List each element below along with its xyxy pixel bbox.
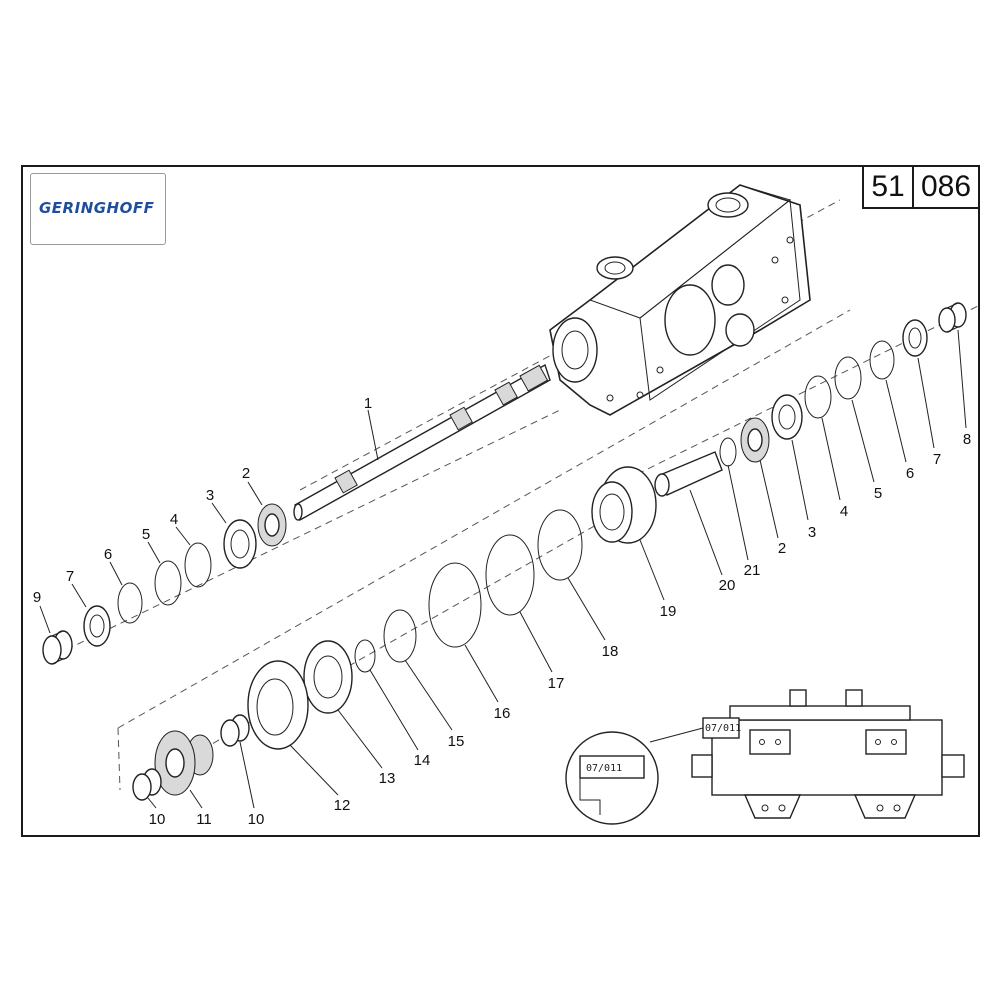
detail-small-label: 07/011 (705, 723, 741, 734)
callout-20: 20 (719, 577, 736, 594)
callout-7-left: 7 (66, 568, 74, 585)
part-15-circlip (383, 609, 417, 663)
callout-3-left: 3 (206, 487, 214, 504)
part-2-gear-right (740, 417, 770, 463)
part-2-gear (257, 503, 287, 547)
upper-assembly-axis (44, 409, 561, 661)
callout-10-left: 10 (149, 811, 166, 828)
part-4-ring (184, 542, 212, 588)
detail-zoom-label: 07/011 (586, 763, 622, 774)
lower-dashed-drop (117, 727, 121, 791)
gearbox-housing (549, 184, 811, 416)
callout-5-right: 5 (874, 485, 882, 502)
part-18-circlip (537, 509, 583, 581)
part-17-ring (485, 534, 535, 616)
part-16-ring (428, 562, 482, 648)
part-20-sleeve (654, 451, 723, 497)
part-10-bushing-a (220, 714, 250, 747)
callout-1: 1 (364, 395, 372, 412)
part-19-bearing-housing (591, 466, 657, 544)
callout-2-left: 2 (242, 465, 250, 482)
page-number-left: 51 (864, 167, 914, 207)
callout-18: 18 (602, 643, 619, 660)
part-5-ring (154, 560, 182, 606)
part-6-circlip-right (869, 340, 895, 380)
part-9-bushing (42, 630, 73, 665)
callout-21: 21 (744, 562, 761, 579)
callout-10-right: 10 (248, 811, 265, 828)
lower-dashed-guide (117, 309, 851, 729)
part-14-circlip (354, 639, 376, 673)
page-number-right: 086 (920, 170, 972, 203)
part-21-circlip (719, 437, 737, 467)
main-shaft (293, 363, 551, 522)
location-detail-view: 07/011 07/011 (565, 689, 965, 825)
callout-8: 8 (963, 431, 971, 448)
callout-4-left: 4 (170, 511, 178, 528)
callout-14: 14 (414, 752, 431, 769)
callout-7-right: 7 (933, 451, 941, 468)
logo-text: GERINGHOFF (39, 199, 155, 217)
leader-lines (39, 329, 967, 809)
callout-16: 16 (494, 705, 511, 722)
part-12-cup (247, 660, 309, 750)
part-8-bushing (938, 302, 967, 333)
part-13-bearing (303, 640, 353, 714)
drawing-frame (21, 165, 980, 837)
callout-3-right: 3 (808, 524, 816, 541)
part-4-ring-right (804, 375, 832, 419)
callout-13: 13 (379, 770, 396, 787)
callout-9: 9 (33, 589, 41, 606)
callout-11: 11 (196, 811, 212, 828)
part-3-bearing-right (771, 394, 803, 440)
part-5-ring-right (834, 356, 862, 400)
lower-assembly-axis (139, 499, 641, 786)
callout-17: 17 (548, 675, 565, 692)
callout-15: 15 (448, 733, 465, 750)
part-7-seal-right (902, 319, 928, 357)
part-3-bearing (223, 519, 257, 569)
callout-12: 12 (334, 797, 351, 814)
geringhoff-logo (30, 173, 166, 245)
part-10-bushing-b (132, 768, 162, 801)
part-11-bevel-gear (154, 730, 214, 796)
callout-4-right: 4 (840, 503, 848, 520)
callout-6-right: 6 (906, 465, 914, 482)
callout-19: 19 (660, 603, 677, 620)
part-7-seal (83, 605, 111, 647)
part-6-circlip (117, 582, 143, 624)
callout-2-right: 2 (778, 540, 786, 557)
page-number-box: 51 086 (862, 165, 980, 209)
callout-6-left: 6 (104, 546, 112, 563)
callout-5-left: 5 (142, 526, 150, 543)
